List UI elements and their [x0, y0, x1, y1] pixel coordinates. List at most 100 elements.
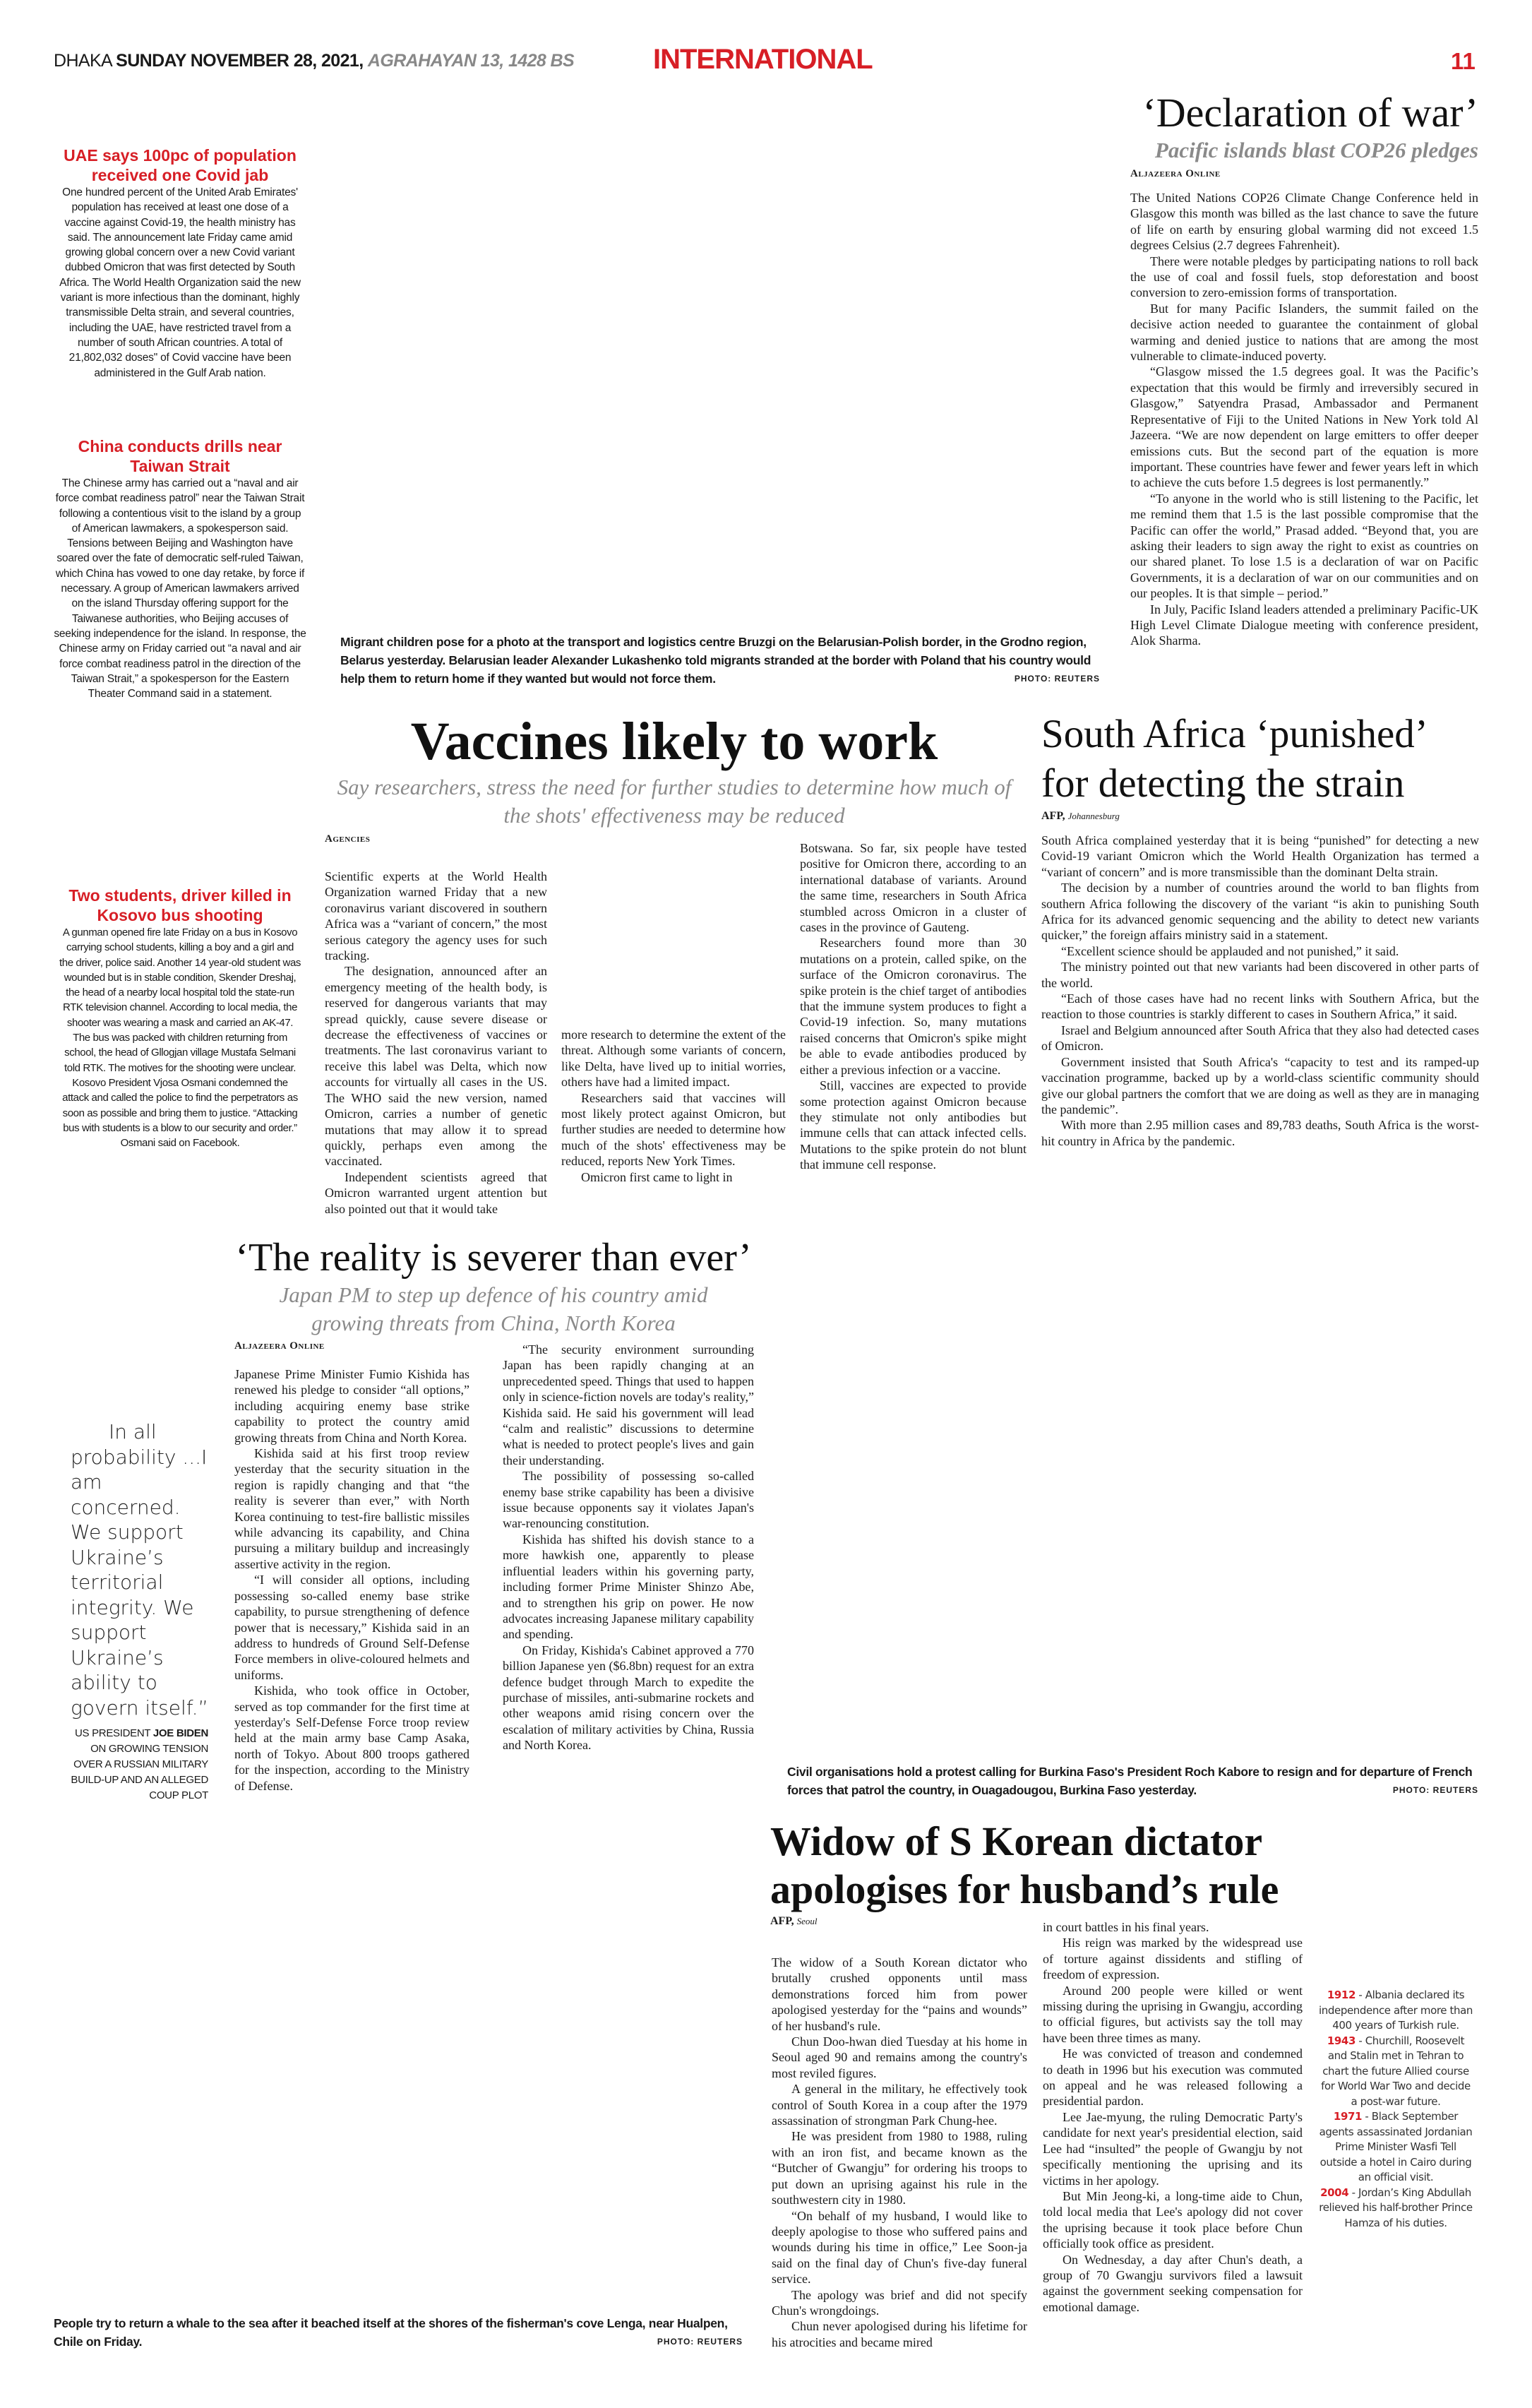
history-year: 1943	[1327, 2034, 1356, 2047]
photo-credit: PHOTO: REUTERS	[1392, 1785, 1478, 1795]
paragraph: Chun never apologised during his lifetim…	[772, 2319, 1027, 2349]
headline: ‘The reality is severer than ever’	[235, 1236, 752, 1280]
paragraph: Researchers said that vaccines will most…	[561, 1090, 786, 1169]
paragraph: “The security environment surrounding Ja…	[503, 1342, 754, 1467]
byline: Agencies	[325, 833, 371, 845]
headline: Widow of S Korean dictator apologises fo…	[770, 1818, 1279, 1912]
section-title: INTERNATIONAL	[653, 44, 873, 75]
brief-title: China conducts drills near Taiwan Strait	[78, 437, 282, 475]
paragraph: He was president from 1980 to 1988, ruli…	[772, 2129, 1027, 2207]
date: SUNDAY NOVEMBER 28, 2021,	[116, 51, 364, 71]
subheadline: Say researchers, stress the need for fur…	[337, 775, 1012, 828]
city: DHAKA	[54, 51, 112, 71]
byline: Aljazeera Online	[234, 1340, 325, 1352]
paragraph: Japanese Prime Minister Fumio Kishida ha…	[234, 1367, 469, 1445]
photo-whale-rescue	[54, 1822, 743, 2309]
article-column: Scientific experts at the World Health O…	[325, 869, 547, 1217]
paragraph: In July, Pacific Island leaders attended…	[1130, 602, 1478, 648]
headline: Vaccines likely to work	[410, 712, 938, 771]
paragraph: “On behalf of my husband, I would like t…	[772, 2208, 1027, 2287]
paragraph: Lee Jae-myung, the ruling Democratic Par…	[1043, 2109, 1303, 2188]
paragraph: Omicron first came to light in	[581, 1169, 733, 1184]
paragraph: Kishida has shifted his dovish stance to…	[503, 1532, 754, 1642]
brief-body: A gunman opened fire late Friday on a bu…	[59, 926, 301, 1150]
pull-quote: In all probability ...I am concerned. We…	[71, 1419, 208, 1804]
paragraph: Still, vaccines are expected to provide …	[800, 1078, 1027, 1172]
paragraph: Independent scientists agreed that Omicr…	[325, 1169, 547, 1216]
article-south-africa: South Africa ‘punished’ for detecting th…	[1041, 710, 1479, 1149]
on-this-day: 1912 - Albania declared its independence…	[1319, 1988, 1473, 2231]
paragraph: The apology was brief and did not specif…	[772, 2287, 1027, 2318]
brief-title: Two students, driver killed in Kosovo bu…	[68, 886, 292, 924]
byline: AFP, Seoul	[770, 1915, 818, 1927]
paragraph: The designation, announced after an emer…	[325, 964, 547, 1169]
paragraph: The widow of a South Korean dictator who…	[772, 1955, 1027, 2033]
paragraph: Researchers found more than 30 mutations…	[800, 936, 1027, 1077]
article-widow-header: Widow of S Korean dictator apologises fo…	[770, 1818, 1307, 1928]
bangla-date: AGRAHAYAN 13, 1428 BS	[367, 51, 575, 71]
paragraph: Government insisted that South Africa's …	[1041, 1054, 1479, 1116]
paragraph: in court battles in his final years.	[1043, 1920, 1209, 1934]
paragraph: Botswana. So far, six people have tested…	[800, 841, 1027, 935]
article-column: “The security environment surrounding Ja…	[503, 1342, 754, 1753]
page-number: 11	[1451, 48, 1476, 74]
paragraph: more research to determine the extent of…	[561, 1027, 786, 1090]
paragraph: South Africa complained yesterday that i…	[1041, 833, 1479, 879]
article-column: Botswana. So far, six people have tested…	[800, 840, 1027, 1173]
paragraph: Kishida said at his first troop review y…	[234, 1446, 469, 1571]
paragraph: There were notable pledges by participat…	[1130, 254, 1478, 300]
photo-burkina-protest	[784, 1238, 1478, 1757]
article-body: The United Nations COP26 Climate Change …	[1130, 190, 1478, 649]
article-column: The widow of a South Korean dictator who…	[772, 1955, 1027, 2350]
paragraph: But Min Jeong-ki, a long-time aide to Ch…	[1043, 2188, 1303, 2251]
photo-caption: Civil organisations hold a protest calli…	[787, 1763, 1478, 1799]
brief-body: One hundred percent of the United Arab E…	[59, 186, 301, 379]
history-year: 1971	[1333, 2110, 1363, 2123]
brief-uae: UAE says 100pc of population received on…	[54, 145, 306, 381]
paragraph: On Friday, Kishida's Cabinet approved a …	[503, 1643, 754, 1753]
caption-text: Civil organisations hold a protest calli…	[787, 1765, 1473, 1797]
byline: AFP, Johannesburg	[1041, 810, 1120, 822]
history-entry: 1912 - Albania declared its independence…	[1319, 1988, 1473, 2034]
history-entry: 2004 - Jordan’s King Abdullah relieved h…	[1319, 2186, 1473, 2231]
quote-attribution: US PRESIDENT JOE BIDEN ON GROWING TENSIO…	[71, 1726, 208, 1804]
paragraph: The possibility of possessing so-called …	[503, 1469, 754, 1531]
history-text: - Black September agents assassinated Jo…	[1319, 2110, 1473, 2183]
paragraph: The United Nations COP26 Climate Change …	[1130, 191, 1478, 253]
paragraph: “Glasgow missed the 1.5 degrees goal. It…	[1130, 364, 1478, 490]
attr-title: US PRESIDENT	[74, 1727, 150, 1739]
history-year: 1912	[1327, 1989, 1356, 2001]
paragraph: The decision by a number of countries ar…	[1041, 881, 1479, 943]
paragraph: Around 200 people were killed or went mi…	[1043, 1983, 1303, 2045]
photo-migrant-children	[339, 92, 1101, 625]
paragraph: Israel and Belgium announced after South…	[1041, 1023, 1479, 1054]
dateline: DHAKA SUNDAY NOVEMBER 28, 2021, AGRAHAYA…	[54, 51, 575, 71]
article-declaration-of-war: ‘Declaration of war’ Pacific islands bla…	[1130, 89, 1478, 649]
history-year: 2004	[1320, 2186, 1349, 2199]
paragraph: Scientific experts at the World Health O…	[325, 869, 547, 963]
history-entry: 1971 - Black September agents assassinat…	[1319, 2109, 1473, 2186]
paragraph: “Excellent science should be applauded a…	[1061, 943, 1399, 958]
article-body: South Africa complained yesterday that i…	[1041, 833, 1479, 1149]
brief-china: China conducts drills near Taiwan Strait…	[54, 436, 306, 701]
brief-body: The Chinese army has carried out a “nava…	[54, 477, 306, 701]
photo-credit: PHOTO: REUTERS	[657, 2337, 743, 2347]
history-entry: 1943 - Churchill, Roosevelt and Stalin m…	[1319, 2034, 1473, 2110]
quote-text: In all probability ...I am concerned. We…	[71, 1420, 208, 1719]
byline: Aljazeera Online	[1130, 168, 1221, 179]
attr-context: ON GROWING TENSION OVER A RUSSIAN MILITA…	[71, 1743, 208, 1801]
paragraph: A general in the military, he effectivel…	[772, 2082, 1027, 2128]
paragraph: His reign was marked by the widespread u…	[1043, 1936, 1303, 1982]
paragraph: “Each of those cases have had no recent …	[1041, 991, 1479, 1022]
brief-title: UAE says 100pc of population received on…	[64, 146, 297, 184]
attr-name: JOE BIDEN	[152, 1727, 208, 1739]
paragraph: Chun Doo-hwan died Tuesday at his home i…	[772, 2034, 1027, 2080]
headline: ‘Declaration of war’	[1142, 90, 1478, 136]
photo-caption: Migrant children pose for a photo at the…	[340, 633, 1100, 688]
photo-credit: PHOTO: REUTERS	[1014, 674, 1100, 684]
paragraph: Kishida, who took office in October, ser…	[234, 1683, 469, 1793]
caption-text: People try to return a whale to the sea …	[54, 2316, 728, 2349]
subheadline: Japan PM to step up defence of his count…	[279, 1282, 708, 1335]
history-text: - Albania declared its independence afte…	[1319, 1989, 1473, 2032]
article-column: Japanese Prime Minister Fumio Kishida ha…	[234, 1366, 469, 1794]
